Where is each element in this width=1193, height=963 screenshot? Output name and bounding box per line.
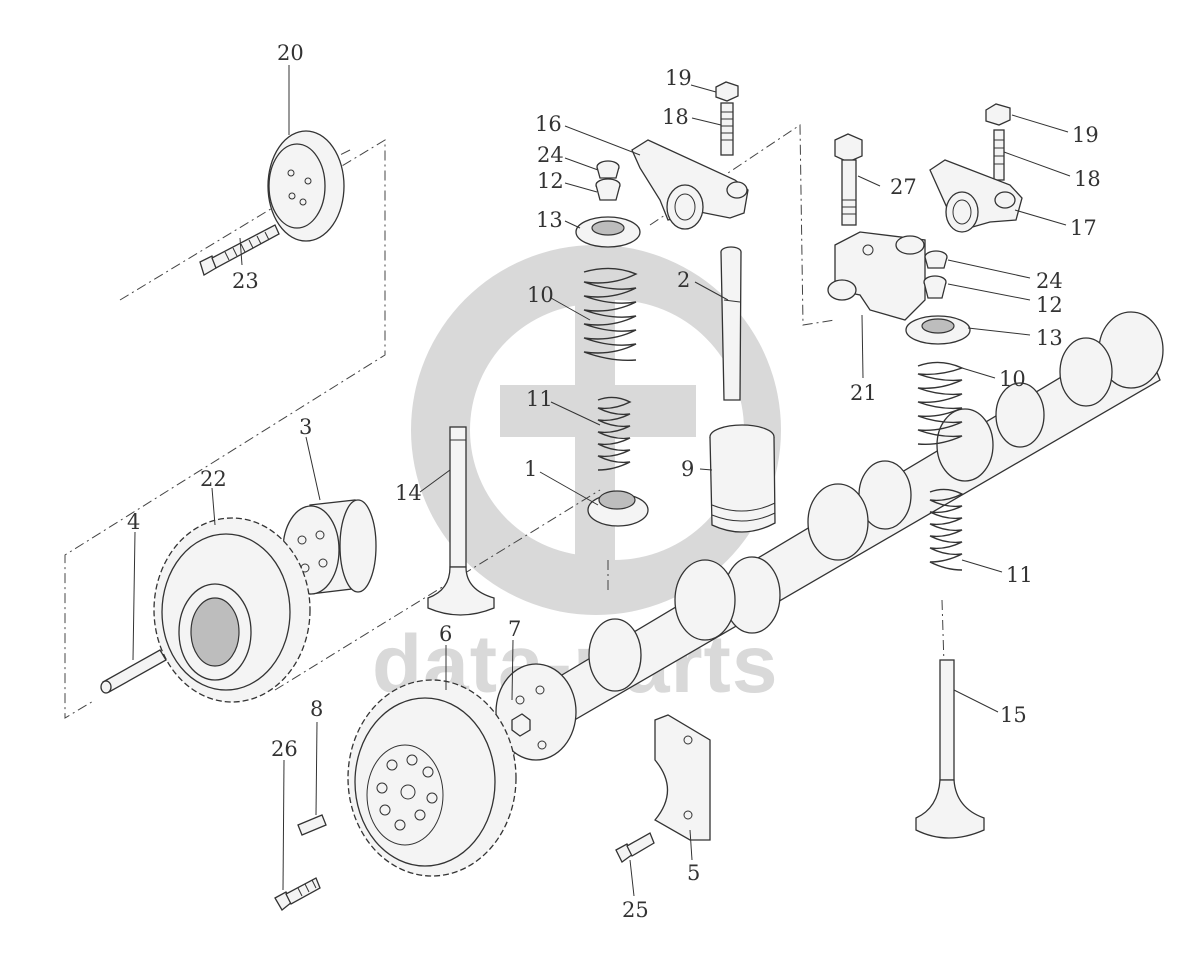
callout-24-right: 24 xyxy=(1036,269,1063,293)
callout-5: 5 xyxy=(687,861,700,885)
callout-19-left: 19 xyxy=(665,66,692,90)
part-23-bolt xyxy=(199,224,280,276)
callout-16: 16 xyxy=(535,112,562,136)
part-14-intake-valve xyxy=(427,426,495,616)
part-27-bolt xyxy=(834,133,863,226)
part-1-seat xyxy=(587,490,649,527)
part-22-idler-gear xyxy=(153,517,311,703)
callout-17: 17 xyxy=(1070,216,1097,240)
callout-12-left: 12 xyxy=(537,169,564,193)
part-18-screw-left xyxy=(720,102,734,156)
part-18-screw-right xyxy=(993,129,1005,181)
part-10-spring-right xyxy=(917,361,964,446)
part-19-nut-left xyxy=(715,81,739,102)
part-12-collet-left xyxy=(595,178,621,201)
callout-15: 15 xyxy=(1000,703,1027,727)
leader-lines xyxy=(132,65,1071,897)
part-26-bolt xyxy=(274,877,321,911)
part-9-tappet xyxy=(709,424,776,533)
callout-2: 2 xyxy=(677,268,690,292)
part-25-bolt xyxy=(615,832,655,863)
part-2-pushrod xyxy=(720,246,742,401)
callout-26: 26 xyxy=(271,737,298,761)
callout-10-right: 10 xyxy=(999,367,1026,391)
callout-7: 7 xyxy=(508,617,521,641)
part-5-thrust-plate xyxy=(654,714,711,841)
part-6-cam-gear xyxy=(347,679,517,877)
callout-4: 4 xyxy=(127,510,140,534)
callout-3: 3 xyxy=(299,415,312,439)
callout-22: 22 xyxy=(200,467,227,491)
part-3-bushing xyxy=(282,499,377,595)
callout-19-right: 19 xyxy=(1072,123,1099,147)
part-12-collet-right xyxy=(923,275,947,299)
callout-8: 8 xyxy=(310,697,323,721)
callout-20: 20 xyxy=(277,41,304,65)
callout-18-right: 18 xyxy=(1074,167,1101,191)
callout-10-left: 10 xyxy=(527,283,554,307)
callout-27: 27 xyxy=(890,175,917,199)
callout-13-left: 13 xyxy=(536,208,563,232)
callout-23: 23 xyxy=(232,269,259,293)
callout-12-right: 12 xyxy=(1036,293,1063,317)
callout-24-left: 24 xyxy=(537,143,564,167)
part-13-retainer-right xyxy=(905,315,971,345)
callout-1: 1 xyxy=(524,457,537,481)
part-21-rocker-bracket xyxy=(827,231,926,321)
part-4-pin xyxy=(100,649,167,694)
callout-labels: 20 23 19 18 16 24 12 13 10 2 11 1 9 14 3… xyxy=(127,41,1101,922)
part-20-flange xyxy=(267,130,345,242)
part-8-dowel xyxy=(297,814,327,836)
callout-11-left: 11 xyxy=(526,387,553,411)
callout-9: 9 xyxy=(681,457,694,481)
callout-11-right: 11 xyxy=(1006,563,1033,587)
part-17-rocker-arm xyxy=(929,159,1023,233)
callout-21: 21 xyxy=(850,381,877,405)
callout-6: 6 xyxy=(439,622,452,646)
part-24-cap-right xyxy=(924,250,948,269)
part-15-exhaust-valve xyxy=(915,659,985,839)
part-24-cap-left xyxy=(596,160,620,179)
part-11-spring-left xyxy=(597,396,632,471)
callout-18-left: 18 xyxy=(662,105,689,129)
part-16-rocker-arm xyxy=(631,139,749,230)
callout-14: 14 xyxy=(395,481,422,505)
camshaft xyxy=(495,311,1164,761)
part-13-retainer-left xyxy=(575,216,641,248)
part-11-spring-right xyxy=(929,488,964,571)
part-19-nut-right xyxy=(985,103,1011,126)
callout-25: 25 xyxy=(622,898,649,922)
part-10-spring-left xyxy=(583,267,638,362)
callout-13-right: 13 xyxy=(1036,326,1063,350)
